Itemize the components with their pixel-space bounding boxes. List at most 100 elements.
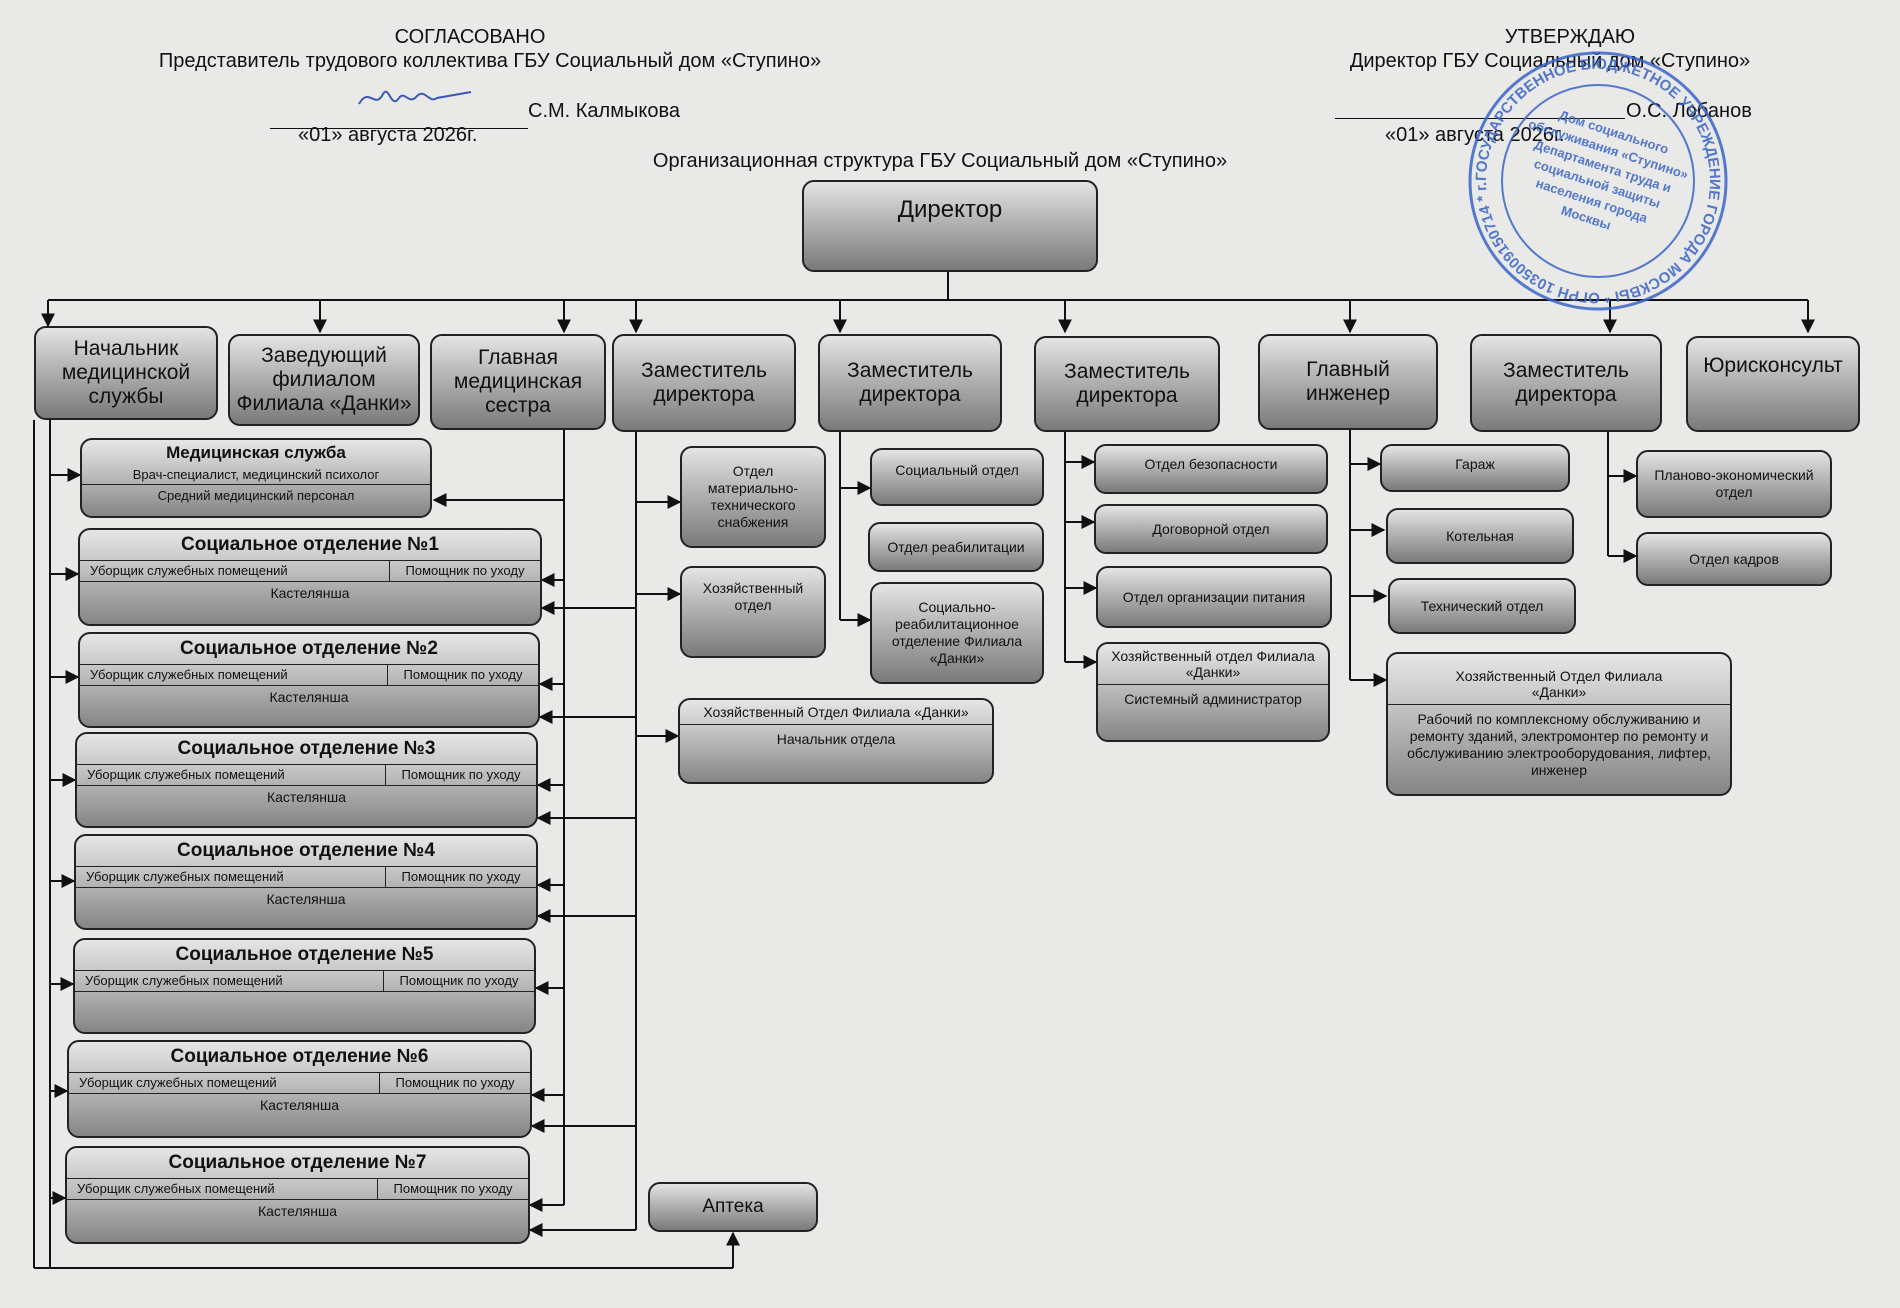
department-helper: Помощник по уходу — [401, 869, 521, 884]
box-label: Социальный отдел — [895, 462, 1019, 478]
box-label: Юрисконсульт — [1703, 354, 1843, 377]
department-linen: Кастелянша — [270, 585, 350, 601]
department-helper: Помощник по уходу — [395, 1075, 515, 1090]
box-title: Хозяйственный отдел Филиала «Данки» — [1098, 644, 1328, 685]
social-department-7: Социальное отделение №7 Уборщик служебны… — [65, 1146, 530, 1244]
social-department: Социальный отдел — [870, 448, 1044, 506]
document-title: Организационная структура ГБУ Социальный… — [652, 150, 1228, 172]
department-helper: Помощник по уходу — [401, 767, 521, 782]
department-cleaner: Уборщик служебных помещений — [80, 665, 388, 685]
agreed-label: СОГЛАСОВАНО — [394, 26, 546, 48]
deputy-director-1-box: Заместитель директора — [612, 334, 796, 432]
department-cleaner: Уборщик служебных помещений — [67, 1179, 378, 1199]
box-label: Планово-экономический отдел — [1654, 467, 1814, 500]
box-label: Котельная — [1446, 527, 1514, 544]
box-label: Отдел кадров — [1689, 550, 1779, 567]
economic-department: Хозяйственный отдел — [680, 566, 826, 658]
box-label: Заместитель директора — [1503, 359, 1629, 406]
agreed-name: С.М. Калмыкова — [528, 100, 680, 122]
department-linen: Кастелянша — [266, 789, 347, 805]
department-cleaner: Уборщик служебных помещений — [76, 867, 386, 887]
pharmacy-box: Аптека — [648, 1182, 818, 1232]
department-cleaner: Уборщик служебных помещений — [69, 1073, 380, 1093]
department-title: Социальное отделение №2 — [80, 634, 538, 665]
department-helper: Помощник по уходу — [399, 973, 519, 988]
department-helper: Помощник по уходу — [403, 667, 523, 682]
legal-advisor-box: Юрисконсульт — [1686, 336, 1860, 432]
chief-engineer-box: Главный инженер — [1258, 334, 1438, 430]
head-nurse-box: Главная медицинская сестра — [430, 334, 606, 430]
director-box: Директор — [802, 180, 1098, 272]
department-cleaner: Уборщик служебных помещений — [77, 765, 386, 785]
rehabilitation-department: Отдел реабилитации — [868, 522, 1044, 572]
box-label: Хозяйственный отдел — [702, 580, 804, 613]
security-department: Отдел безопасности — [1094, 444, 1328, 494]
box-label: Отдел реабилитации — [887, 538, 1025, 555]
department-title: Социальное отделение №6 — [69, 1042, 530, 1073]
social-department-4: Социальное отделение №4 Уборщик служебны… — [74, 834, 538, 930]
box-label: Отдел безопасности — [1144, 456, 1278, 472]
planning-economic-department: Планово-экономический отдел — [1636, 450, 1832, 518]
stamp-seal: ГОСУДАРСТВЕННОЕ БЮДЖЕТНОЕ УЧРЕЖДЕНИЕ ГОР… — [1465, 48, 1728, 311]
garage-box: Гараж — [1380, 444, 1570, 492]
box-label: Гараж — [1455, 456, 1495, 472]
box-label: Главная медицинская сестра — [453, 346, 583, 417]
approved-label: УТВЕРЖДАЮ — [1504, 26, 1636, 48]
approved-date: «01» августа 2026г. — [1385, 124, 1565, 146]
department-cleaner: Уборщик служебных помещений — [80, 561, 390, 581]
director-label: Директор — [897, 196, 1003, 223]
danki-engineering-department: Хозяйственный Отдел Филиала «Данки» Рабо… — [1386, 652, 1732, 796]
box-title: Хозяйственный Отдел Филиала «Данки» — [680, 700, 992, 725]
department-title: Социальное отделение №4 — [76, 836, 536, 867]
social-department-2: Социальное отделение №2 Уборщик служебны… — [78, 632, 540, 728]
box-label: Начальник медицинской службы — [61, 337, 191, 408]
department-title: Социальное отделение №1 — [80, 530, 540, 561]
social-department-6: Социальное отделение №6 Уборщик служебны… — [67, 1040, 532, 1138]
technical-department: Технический отдел — [1388, 578, 1576, 634]
deputy-director-4-box: Заместитель директора — [1470, 334, 1662, 432]
deputy-director-3-box: Заместитель директора — [1034, 336, 1220, 432]
box-label: Заместитель директора — [641, 359, 767, 406]
social-department-3: Социальное отделение №3 Уборщик служебны… — [75, 732, 538, 828]
social-department-5: Социальное отделение №5 Уборщик служебны… — [73, 938, 536, 1034]
department-title: Социальное отделение №7 — [67, 1148, 528, 1179]
department-cleaner: Уборщик служебных помещений — [75, 971, 384, 991]
box-label: Заместитель директора — [1064, 360, 1190, 407]
head-medical-service-box: Начальник медицинской службы — [34, 326, 218, 420]
hr-department: Отдел кадров — [1636, 532, 1832, 586]
danki-rehab-department: Социально-реабилитационное отделение Фил… — [870, 582, 1044, 684]
box-subtitle: Системный администратор — [1124, 691, 1302, 707]
agreed-date: «01» августа 2026г. — [298, 124, 478, 146]
box-title: Хозяйственный Отдел Филиала «Данки» — [1388, 654, 1730, 705]
box-label: Технический отдел — [1420, 597, 1544, 614]
medical-service-nurses: Средний медицинский персонал — [157, 488, 355, 503]
approved-signature-line — [1335, 118, 1625, 119]
danki-economic-department: Хозяйственный Отдел Филиала «Данки» Нача… — [678, 698, 994, 784]
boiler-room-box: Котельная — [1386, 508, 1574, 564]
agreed-signature — [358, 90, 472, 105]
procurement-department: Отдел материально-технического снабжения — [680, 446, 826, 548]
department-linen: Кастелянша — [266, 891, 346, 907]
department-helper: Помощник по уходу — [405, 563, 525, 578]
danki-household-department: Хозяйственный отдел Филиала «Данки» Сист… — [1096, 642, 1330, 742]
box-subtitle: Рабочий по комплексному обслуживанию и р… — [1407, 711, 1711, 778]
contract-department: Договорной отдел — [1094, 504, 1328, 554]
social-department-1: Социальное отделение №1 Уборщик служебны… — [78, 528, 542, 626]
department-title: Социальное отделение №3 — [77, 734, 536, 765]
box-label: Заместитель директора — [847, 359, 973, 406]
department-linen: Кастелянша — [257, 1203, 338, 1219]
medical-service-doctors: Врач-специалист, медицинский психолог — [82, 466, 430, 485]
agreed-signature-line — [270, 128, 528, 129]
danki-branch-head-box: Заведующий филиалом Филиала «Данки» — [228, 334, 420, 426]
department-title: Социальное отделение №5 — [75, 940, 534, 971]
department-linen: Кастелянша — [269, 689, 349, 705]
box-subtitle: Начальник отдела — [776, 731, 896, 747]
box-label: Аптека — [702, 1196, 764, 1217]
deputy-director-2-box: Заместитель директора — [818, 334, 1002, 432]
box-label: Отдел материально-технического снабжения — [707, 463, 799, 530]
box-label: Договорной отдел — [1152, 520, 1270, 537]
department-linen — [75, 992, 534, 1014]
catering-department: Отдел организации питания — [1096, 566, 1332, 628]
department-helper: Помощник по уходу — [393, 1181, 513, 1196]
